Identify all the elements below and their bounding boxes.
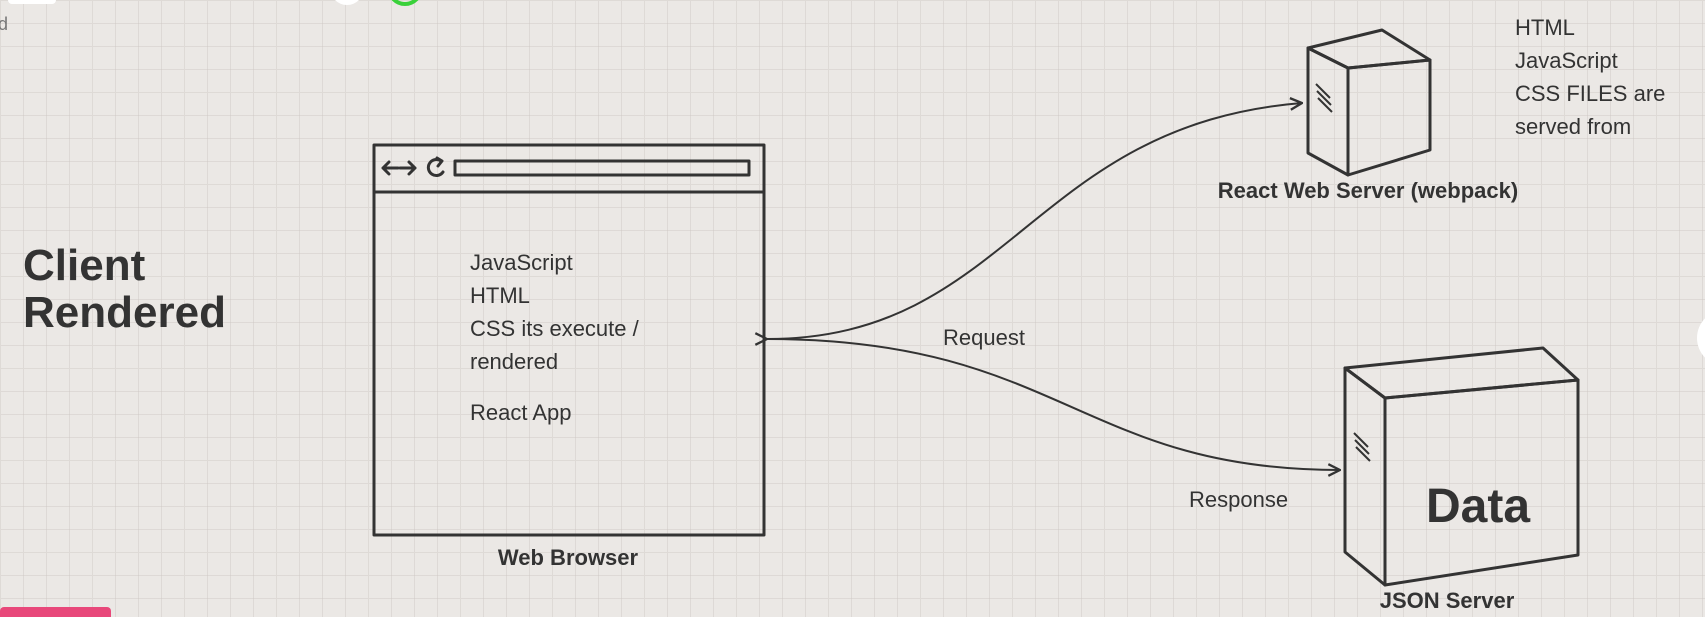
web-server-note-line-4: served from bbox=[1515, 114, 1631, 139]
json-server-cube-icon bbox=[1343, 346, 1580, 587]
address-bar bbox=[453, 159, 751, 177]
back-forward-arrows-icon bbox=[381, 160, 417, 176]
request-label: Request bbox=[943, 325, 1025, 350]
browser-content-line-3: CSS its execute / bbox=[470, 316, 640, 341]
web-browser-label: Web Browser bbox=[498, 545, 639, 570]
browser-content-line-2: HTML bbox=[470, 283, 530, 308]
request-arrow[interactable] bbox=[767, 103, 1302, 339]
web-server-note-line-2: JavaScript bbox=[1515, 48, 1618, 73]
browser-content-line-4: rendered bbox=[470, 349, 558, 374]
json-server-label: JSON Server bbox=[1380, 588, 1515, 613]
bottom-left-pink-button[interactable] bbox=[0, 607, 111, 617]
web-server-cube-icon bbox=[1306, 28, 1432, 177]
toolbar-green-button[interactable] bbox=[389, 0, 421, 6]
json-server-box-text: Data bbox=[1426, 480, 1530, 533]
response-label: Response bbox=[1189, 487, 1288, 512]
browser-content-line-1: JavaScript bbox=[470, 250, 573, 275]
reload-icon bbox=[426, 156, 445, 177]
react-app-label: React App bbox=[470, 400, 572, 425]
toolbar-panel[interactable] bbox=[8, 0, 56, 4]
partial-left-label: d bbox=[0, 14, 8, 34]
right-edge-control[interactable] bbox=[1697, 310, 1705, 366]
web-server-note-line-1: HTML bbox=[1515, 15, 1575, 40]
title-line-2: Rendered bbox=[23, 288, 226, 337]
web-server-note-line-3: CSS FILES are bbox=[1515, 81, 1665, 106]
title-line-1: Client bbox=[23, 241, 146, 290]
toolbar-white-button[interactable] bbox=[330, 0, 364, 5]
toolbar-remnants[interactable] bbox=[8, 0, 536, 6]
web-server-label: React Web Server (webpack) bbox=[1218, 178, 1518, 203]
response-arrow[interactable] bbox=[766, 338, 1340, 470]
